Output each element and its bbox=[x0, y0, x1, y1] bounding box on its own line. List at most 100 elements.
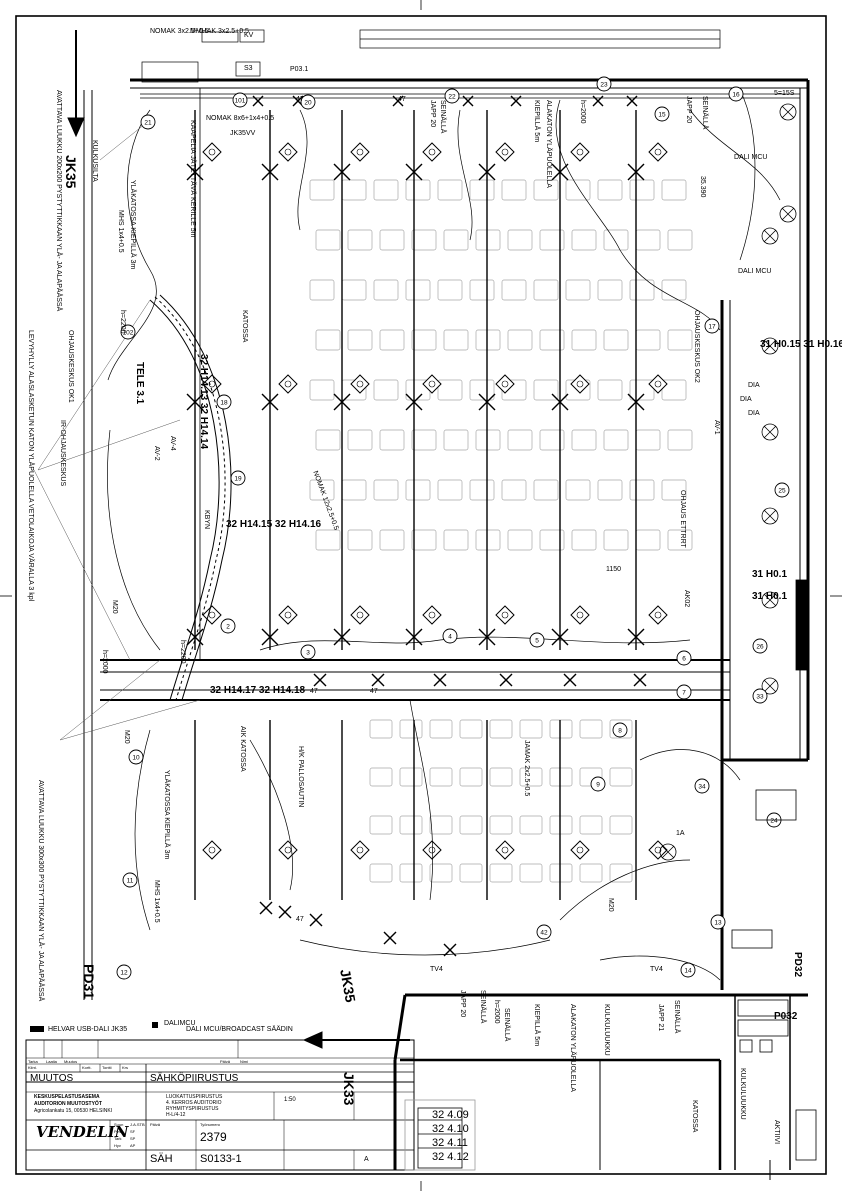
seat bbox=[539, 529, 565, 551]
luminaire-cross bbox=[333, 628, 351, 646]
seat bbox=[347, 429, 373, 451]
seat bbox=[629, 379, 655, 401]
seat bbox=[379, 229, 405, 251]
seat bbox=[533, 479, 559, 501]
ceiling-diamond-dot bbox=[284, 148, 292, 156]
circuit-marker: 6 bbox=[676, 650, 692, 666]
circuit-marker-ring bbox=[128, 749, 144, 765]
wall-luminaire-cross bbox=[763, 509, 777, 523]
circuit-marker-ring bbox=[230, 470, 246, 486]
luminaire-cross bbox=[627, 393, 645, 411]
dim-center-label: 1150 bbox=[606, 566, 622, 573]
circuit-marker-label: 9 bbox=[596, 782, 600, 789]
circuit-marker: 22 bbox=[444, 88, 460, 104]
av4-label: AV-4 bbox=[169, 436, 176, 451]
seinalla-a-label: SEINÄLLÄ bbox=[439, 100, 446, 134]
seat bbox=[597, 479, 623, 501]
seat bbox=[609, 719, 633, 739]
circuit-marker: 25 bbox=[774, 482, 790, 498]
seinalla-e-label: SEINÄLLÄ bbox=[503, 1008, 510, 1042]
jk35-label: JK35 bbox=[63, 155, 79, 189]
circuit-marker-ring bbox=[676, 684, 692, 700]
seat bbox=[379, 329, 405, 351]
luminaire-cross bbox=[405, 628, 423, 646]
seat bbox=[341, 479, 367, 501]
spot-cross bbox=[592, 95, 604, 107]
tb-field-suun: Suun bbox=[114, 1122, 124, 1127]
m20-b-label: M20 bbox=[123, 730, 130, 744]
ceiling-diamond bbox=[202, 605, 222, 625]
levyhylly-label: LEVYHYLLY ALASLASKETUN KATON YLÄPUOLELLA… bbox=[27, 330, 34, 602]
seat bbox=[597, 179, 623, 201]
seat bbox=[309, 379, 335, 401]
ceiling-diamond-dot bbox=[654, 611, 662, 619]
seat bbox=[629, 179, 655, 201]
ceiling-diamond-dot bbox=[428, 846, 436, 854]
circuit-marker-label: 42 bbox=[540, 930, 548, 937]
dia3-label: DIA bbox=[748, 410, 760, 417]
building-walls bbox=[83, 78, 810, 1170]
nomak-left-label: NOMAK 8x6+1x4+0.5 bbox=[206, 115, 275, 122]
tb-field-hyv: Hyv bbox=[114, 1143, 121, 1148]
luminaire-cross bbox=[261, 163, 279, 181]
ceiling-diamond-dot bbox=[284, 846, 292, 854]
tb-rev-col-3: Muutos bbox=[64, 1059, 78, 1064]
pd32-label: PD32 bbox=[792, 952, 803, 978]
tv4-b-label: TV4 bbox=[650, 966, 663, 973]
tb-field-pvm: Pvm bbox=[114, 1129, 122, 1134]
seat bbox=[459, 815, 483, 835]
ceiling-diamond-dot bbox=[208, 380, 216, 388]
circuit-marker: 34 bbox=[694, 778, 710, 794]
seat bbox=[507, 429, 533, 451]
seat bbox=[411, 229, 437, 251]
dia-label: DIA bbox=[748, 382, 760, 389]
seat bbox=[565, 179, 591, 201]
n47-b-label: 47 bbox=[398, 96, 406, 103]
circuit-marker-ring bbox=[680, 962, 696, 978]
seat bbox=[369, 767, 393, 787]
seat bbox=[507, 229, 533, 251]
avattava-top-label: AVATTAVA LUUKKU 200x200 PYSTYTTIKKAAN YL… bbox=[55, 90, 62, 312]
seat bbox=[629, 279, 655, 301]
tb-discipline: SÄHKÖPIIRUSTUS bbox=[150, 1073, 239, 1084]
seat bbox=[443, 229, 469, 251]
tb-muutos: MUUTOS bbox=[30, 1073, 74, 1084]
seat bbox=[667, 529, 693, 551]
seat bbox=[437, 179, 463, 201]
seat bbox=[489, 863, 513, 883]
spot-cross bbox=[510, 95, 522, 107]
ceiling-diamond bbox=[570, 142, 590, 162]
dali-mcu-label: DALI MCU bbox=[738, 268, 772, 275]
h31-label: 31 H0.1 bbox=[752, 569, 788, 580]
luminaire-cross bbox=[551, 628, 569, 646]
nomak-top-label: NOMAK 3x2.5+0.5 bbox=[150, 28, 209, 35]
seat bbox=[635, 529, 661, 551]
ceiling-diamond-dot bbox=[576, 846, 584, 854]
tb-scale: 1:50 bbox=[284, 1097, 296, 1103]
ceiling-diamond bbox=[422, 374, 442, 394]
circuit-marker-label: 25 bbox=[778, 488, 786, 495]
ceiling-diamond bbox=[350, 142, 370, 162]
ceiling-diamond bbox=[278, 605, 298, 625]
seat bbox=[667, 429, 693, 451]
seat bbox=[379, 429, 405, 451]
ceiling-diamond-dot bbox=[208, 846, 216, 854]
seat bbox=[539, 229, 565, 251]
h232-label: 32 H14.13 32 H14.14 bbox=[198, 354, 209, 450]
n47-e-label: 47 bbox=[296, 916, 304, 923]
seat bbox=[549, 863, 573, 883]
ohjaus-extra-label: OHJAUS ETTRRT bbox=[679, 490, 686, 548]
legend-symbols bbox=[30, 1022, 158, 1032]
luminaire-cross bbox=[333, 393, 351, 411]
seat bbox=[571, 429, 597, 451]
seat bbox=[597, 279, 623, 301]
tb-pvm-label: Päivä bbox=[150, 1122, 161, 1127]
circuit-marker: 16 bbox=[728, 86, 744, 102]
circuit-marker: 14 bbox=[680, 962, 696, 978]
mhs-bottom-label: MHS 1x4+0.5 bbox=[153, 880, 160, 923]
seat bbox=[399, 863, 423, 883]
circuit-marker-ring bbox=[300, 644, 316, 660]
seat bbox=[443, 329, 469, 351]
ceiling-diamond-dot bbox=[654, 380, 662, 388]
ceiling-diamond bbox=[278, 142, 298, 162]
